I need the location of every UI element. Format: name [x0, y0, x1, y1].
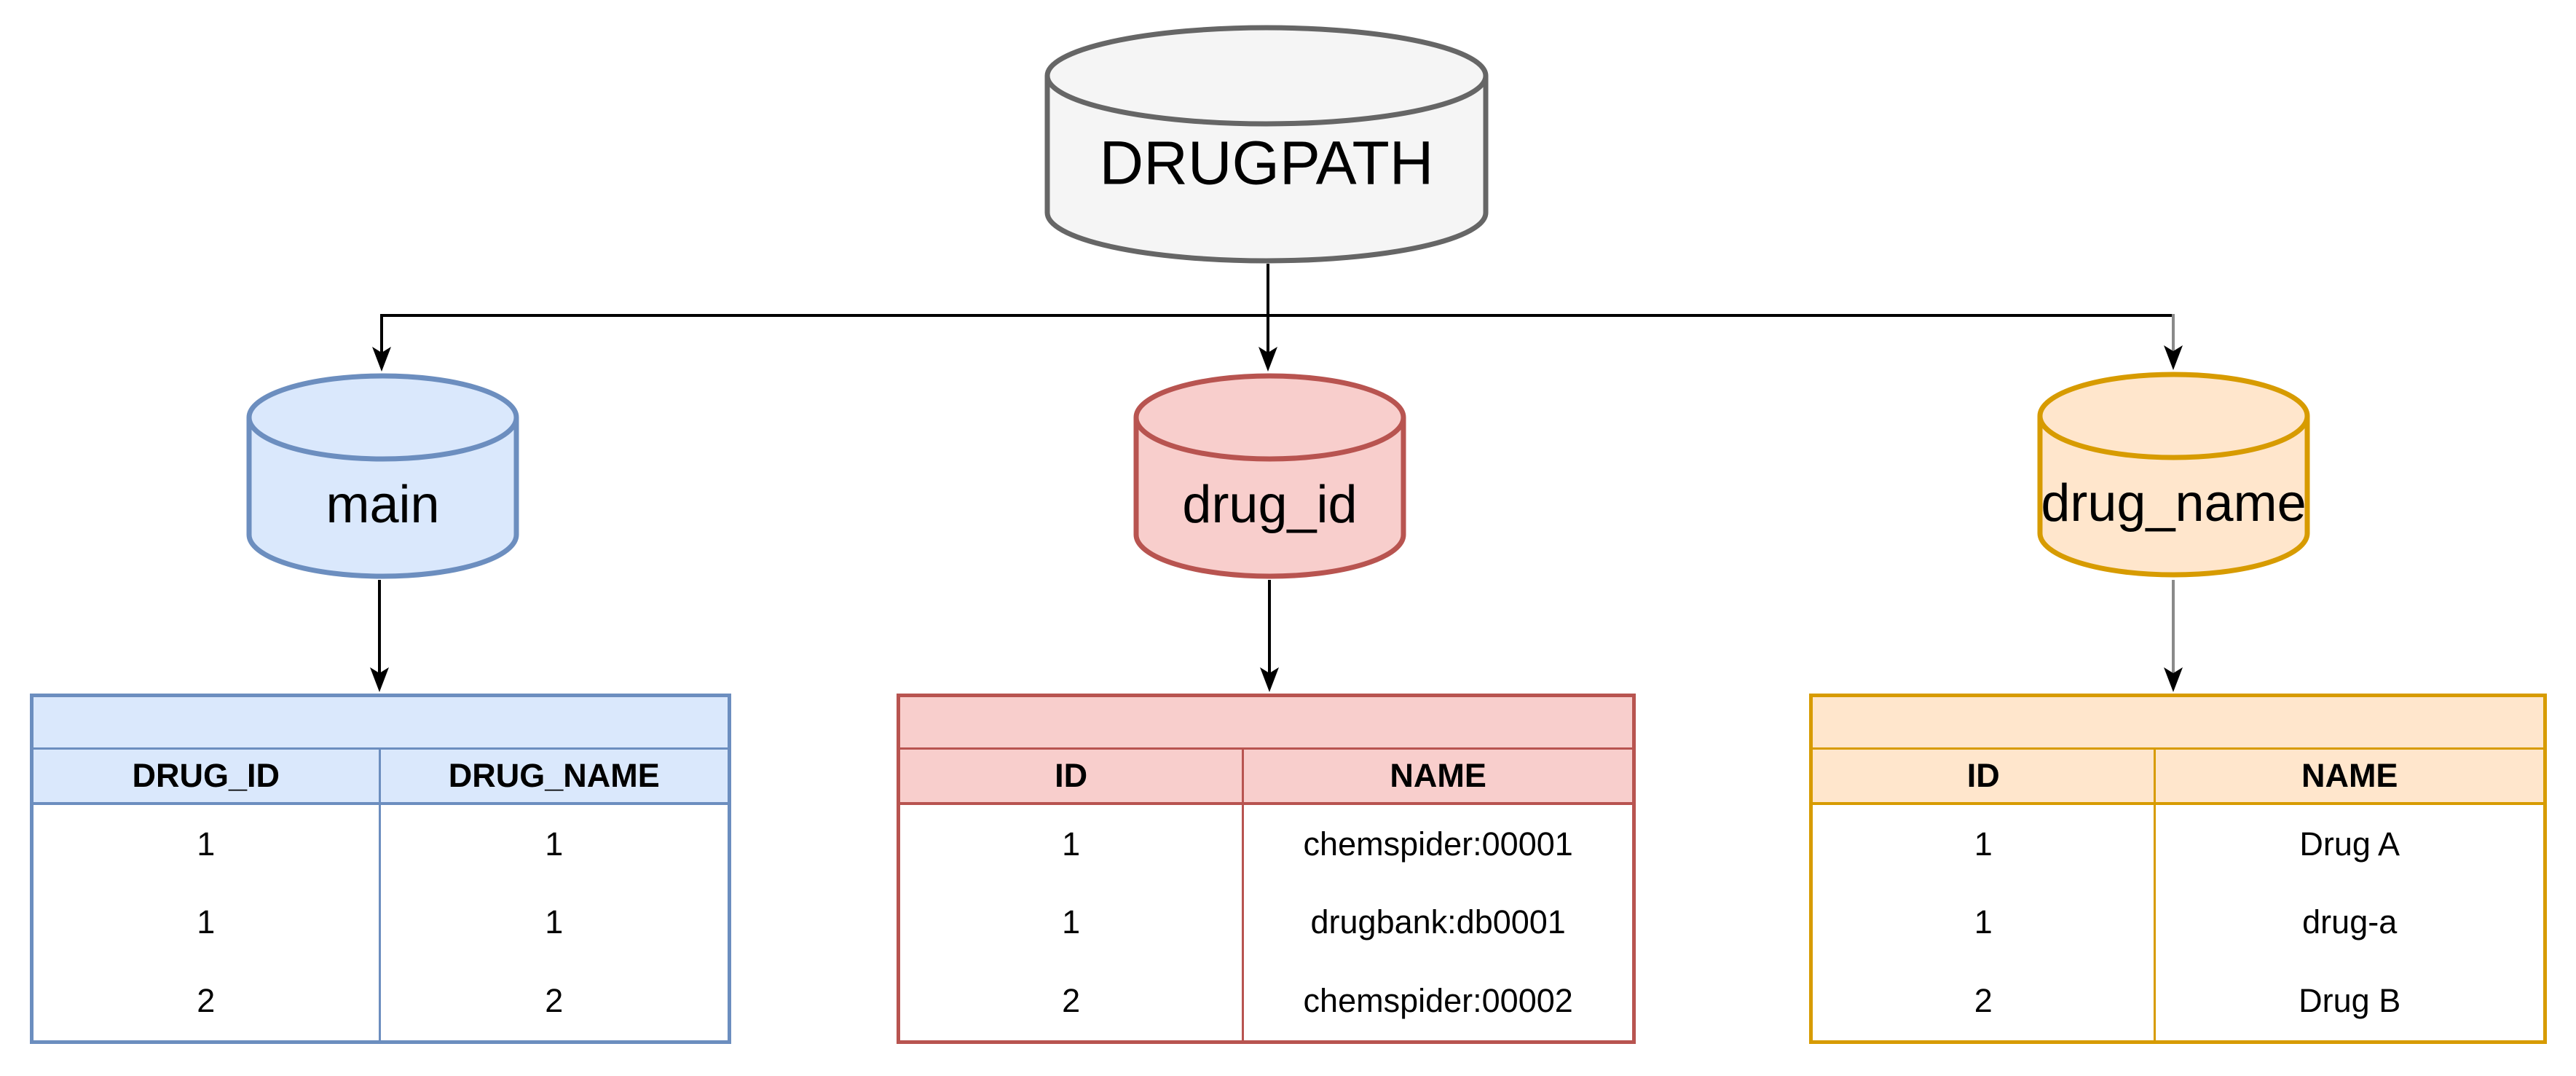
table-cell: 1 — [545, 825, 564, 863]
drugpath-label: DRUGPATH — [1099, 128, 1434, 197]
table-cell: 2 — [1813, 962, 2156, 1040]
table-cell: 1 — [1813, 805, 2156, 884]
arrowhead-main-table — [370, 667, 389, 692]
table-cell: 2 — [545, 982, 564, 1020]
arrowhead-main-cylinder — [372, 347, 391, 372]
table-cell: 1 — [900, 883, 1245, 962]
table-body: 1 Drug A 1 drug-a 2 Drug B — [1813, 805, 2543, 1040]
table-cell: drug-a — [2302, 903, 2398, 941]
table-cell: chemspider:00001 — [1303, 825, 1573, 863]
table-cell: chemspider:00002 — [1303, 982, 1573, 1020]
table-cell: 1 — [900, 805, 1245, 884]
table-cell: 1 — [34, 883, 381, 962]
table-header-cell: DRUG_NAME — [448, 757, 660, 794]
table-cell: 1 — [34, 805, 381, 884]
table-body: 1 chemspider:00001 1 drugbank:db0001 2 c… — [900, 805, 1632, 1040]
arrowhead-drugname-table — [2164, 667, 2183, 692]
table-cell: Drug A — [2299, 825, 2400, 863]
database-cylinder-drugpath: DRUGPATH — [1044, 25, 1489, 264]
table-body: 1 1 1 1 2 2 — [34, 805, 728, 1040]
cylinder-shape — [1044, 25, 1489, 264]
main-label: main — [326, 476, 440, 535]
table-title-band — [34, 697, 728, 750]
table-cell: 1 — [1813, 883, 2156, 962]
table-cell: 2 — [34, 962, 381, 1040]
table-drugid: ID NAME 1 chemspider:00001 1 drugbank:db… — [897, 694, 1636, 1044]
cylinder-shape — [2037, 372, 2310, 578]
table-header-row: DRUG_ID DRUG_NAME — [34, 750, 728, 805]
table-header-cell: DRUG_ID — [34, 750, 381, 802]
table-header-row: ID NAME — [1813, 750, 2543, 805]
table-header-cell: ID — [900, 750, 1245, 802]
table-cell: 1 — [545, 903, 564, 941]
table-cell: Drug B — [2299, 982, 2401, 1020]
table-header-row: ID NAME — [900, 750, 1632, 805]
arrowhead-drugname-cylinder — [2164, 345, 2183, 370]
arrowhead-drugid-cylinder — [1259, 347, 1277, 372]
database-cylinder-drugid: drug_id — [1133, 373, 1406, 579]
table-header-cell: ID — [1813, 750, 2156, 802]
cylinder-shape — [246, 373, 519, 579]
arrowhead-drugid-table — [1260, 667, 1279, 692]
table-header-cell: NAME — [1390, 757, 1486, 794]
table-main: DRUG_ID DRUG_NAME 1 1 1 1 2 2 — [30, 694, 731, 1044]
table-title-band — [900, 697, 1632, 750]
table-title-band — [1813, 697, 2543, 750]
table-header-cell: NAME — [2301, 757, 2398, 794]
table-drugname: ID NAME 1 Drug A 1 drug-a 2 Drug B — [1809, 694, 2547, 1044]
database-cylinder-drugname: drug_name — [2037, 372, 2310, 578]
drugname-label: drug_name — [2041, 474, 2307, 533]
table-cell: 2 — [900, 962, 1245, 1040]
database-cylinder-main: main — [246, 373, 519, 579]
drugid-label: drug_id — [1182, 476, 1358, 535]
table-cell: drugbank:db0001 — [1310, 903, 1566, 941]
cylinder-shape — [1133, 373, 1406, 579]
